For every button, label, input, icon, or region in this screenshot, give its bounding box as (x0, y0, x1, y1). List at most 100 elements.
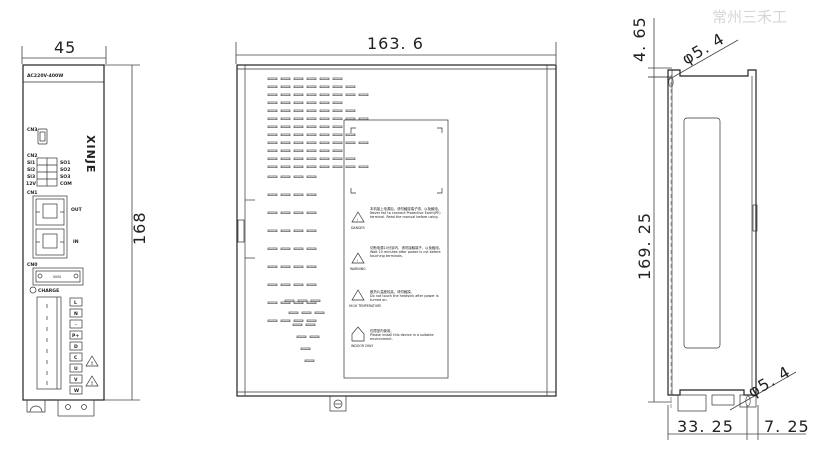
vent-slot (306, 229, 317, 232)
vent-slot (267, 319, 278, 322)
terminal-c: C (74, 355, 78, 361)
vent-slot (293, 141, 304, 144)
power-terminal-block (36, 296, 62, 390)
cn1-rj45-ports (32, 195, 68, 259)
warning-3-cn: 散热片温度较高，请勿触摸。 (370, 290, 415, 294)
vent-slot (306, 77, 317, 80)
vent-slot (306, 301, 317, 304)
vent-slot (293, 319, 304, 322)
vent-slot (267, 165, 278, 168)
vent-slot (305, 323, 316, 326)
charge-label: CHARGE (38, 288, 59, 294)
vent-slot (306, 133, 317, 136)
vent-slot (319, 85, 330, 88)
vent-slot (319, 101, 330, 104)
vent-slot (293, 301, 304, 304)
cn2-out-so2: SO2 (60, 167, 70, 173)
vent-slot (300, 347, 311, 350)
vent-slot (319, 93, 330, 96)
vent-slot (332, 109, 343, 112)
vent-slot (280, 319, 291, 322)
vent-slot (293, 125, 304, 128)
vent-slot (309, 335, 320, 338)
front-bottom-mount (26, 399, 95, 417)
hot-surface-icon (351, 289, 365, 301)
bottom-right-label: 7. 25 (764, 417, 810, 436)
vent-slot (306, 157, 317, 160)
warning-2-title: WARNING (350, 267, 366, 271)
vent-slot (293, 157, 304, 160)
svg-text:0000: 0000 (53, 275, 61, 279)
brand-logo: XINJE (84, 135, 97, 173)
vent-slot (267, 157, 278, 160)
svg-text:!: ! (357, 259, 358, 263)
vent-slot (297, 299, 308, 302)
vent-slot (267, 117, 278, 120)
vent-slot (280, 77, 291, 80)
vent-slot (293, 85, 304, 88)
vent-slot (293, 229, 304, 232)
vent-slot (306, 265, 317, 268)
vent-slot (358, 165, 369, 168)
warning-triangle-icon (85, 375, 99, 387)
cn2-label: CN2 (27, 153, 37, 159)
warning-triangle-icon (85, 355, 99, 367)
vent-slot (267, 283, 278, 286)
vent-slot (267, 193, 278, 196)
vent-slot (358, 117, 369, 120)
vent-slot (314, 311, 325, 314)
vent-slot (319, 109, 330, 112)
vent-slot (267, 93, 278, 96)
hole-top-label: φ5. 4 (679, 29, 728, 69)
cn3-label: CN3 (27, 127, 37, 133)
vent-slot (306, 193, 317, 196)
vent-slot (280, 229, 291, 232)
cn2-out-so1: SO1 (60, 160, 70, 166)
vent-slot (319, 133, 330, 136)
warning-4-en: Please install this device in a suitable… (370, 333, 434, 342)
cn0-label: CN0 (27, 262, 37, 268)
warning-3-en: Do not touch the heatsink after power is… (370, 294, 439, 303)
mount-plate-outline (667, 69, 757, 396)
vent-slot (332, 125, 343, 128)
vent-slot (306, 125, 317, 128)
vent-slot (293, 77, 304, 80)
side-view: 163. 6 ! DANGER 本机接上电源后，请勿触碰端子排，以免触电。 Ne… (235, 34, 557, 412)
vent-slot (280, 133, 291, 136)
vent-slot (319, 125, 330, 128)
vent-slot (304, 359, 315, 362)
vent-slot (319, 157, 330, 160)
terminal-p: P+ (72, 333, 79, 339)
vent-slot (332, 93, 343, 96)
vent-slot (306, 283, 317, 286)
vent-slot (280, 141, 291, 144)
mount-bottom-feet (677, 394, 757, 412)
terminal-d: D (74, 344, 78, 350)
mount-height-dimension: 169. 25 (635, 76, 672, 403)
warning-2-cn: 切断电源10分钟内，请勿接触端子，以免触电。 (370, 246, 443, 250)
side-body-outline (236, 64, 557, 397)
top-offset-label: 4. 65 (630, 16, 649, 62)
vent-slot (306, 165, 317, 168)
vent-slot (280, 117, 291, 120)
ground-screw (329, 395, 347, 412)
cn3-connector (37, 128, 48, 145)
vent-slot (332, 141, 343, 144)
vent-slot (332, 117, 343, 120)
port-in-label: IN (73, 239, 79, 245)
vent-slot (358, 93, 369, 96)
vent-slot (306, 109, 317, 112)
vent-slot (267, 175, 278, 178)
front-height-dimension: 168 (104, 64, 149, 401)
mount-view: 4. 65 φ5. 4 169. 25 (630, 16, 810, 440)
vent-slot (293, 283, 304, 286)
terminal-l: L (74, 300, 77, 306)
vent-slot (292, 323, 303, 326)
vent-slot (306, 141, 317, 144)
vent-slot (280, 101, 291, 104)
vent-slot (332, 165, 343, 168)
watermark-text: 常州三禾工 (712, 8, 787, 26)
vent-slot (267, 109, 278, 112)
mount-window (683, 117, 721, 349)
vent-slot (288, 311, 299, 314)
